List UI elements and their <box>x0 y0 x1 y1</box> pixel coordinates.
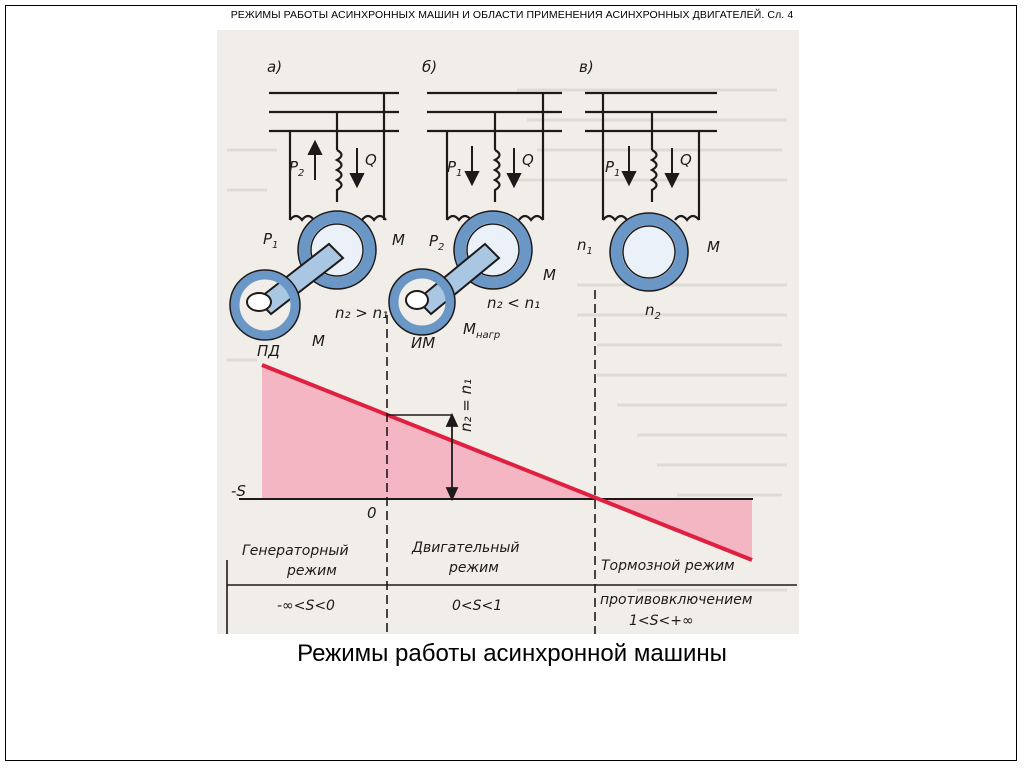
panel-b <box>427 91 562 222</box>
panel-b-tag: б) <box>422 58 437 76</box>
winding-lead <box>518 214 544 222</box>
working-machine-im <box>388 268 456 336</box>
shaft-b <box>415 242 501 316</box>
background-texture <box>227 88 787 592</box>
rotor-speed-label: n2 <box>645 301 661 322</box>
panel-c-tag: в) <box>579 58 594 76</box>
shaft-power-label: P1 <box>263 230 278 251</box>
characteristic-line <box>261 363 753 562</box>
reactive-label: Q <box>522 151 534 169</box>
machine-label-pd: ПД <box>257 342 280 360</box>
speed-relation: n₂ < n₁ <box>487 294 540 312</box>
power-label: P1 <box>447 158 462 179</box>
speed-relation: n₂ > n₁ <box>335 304 388 322</box>
region-motor-name: режим <box>448 560 499 576</box>
region-brake-name: Тормозной режим <box>601 558 735 574</box>
winding-lead <box>602 214 628 222</box>
region-generator-name: режим <box>286 563 337 579</box>
winding-lead <box>446 214 472 222</box>
figure-diagram: а) б) в) P2 Q P1 M n₂ > n₁ M ПД <box>217 30 799 634</box>
region-brake-range: 1<S<+∞ <box>629 613 694 629</box>
shaft-power-label: P2 <box>429 232 444 253</box>
stator-speed-label: n1 <box>577 236 593 257</box>
winding-lead <box>674 214 700 222</box>
region-generator-range: -∞<S<0 <box>277 598 335 614</box>
slide-frame <box>5 5 1017 761</box>
inductance-coil <box>492 149 501 202</box>
reactive-label: Q <box>365 151 377 169</box>
power-label: P2 <box>289 158 304 179</box>
region-motor-range: 0<S<1 <box>452 598 502 614</box>
n2-eq-n1-arrow <box>445 412 459 502</box>
panel-a-arrows <box>307 139 365 189</box>
load-torque-label: M <box>312 332 325 350</box>
slide-header: РЕЖИМЫ РАБОТЫ АСИНХРОННЫХ МАШИН И ОБЛАСТ… <box>230 9 794 21</box>
panel-c-arrows <box>621 146 680 189</box>
slip-axis-label: -S <box>231 482 246 500</box>
motor-c <box>609 212 689 292</box>
panel-a-tag: а) <box>267 58 282 76</box>
region-generator-name: Генераторный <box>242 543 349 559</box>
zero-label: 0 <box>367 504 377 522</box>
panel-a <box>269 91 399 222</box>
torque-label: M <box>392 231 405 249</box>
power-label: P1 <box>605 158 620 179</box>
load-torque-label: Mнагр <box>463 320 500 341</box>
region-brake-name: противовключением <box>600 592 753 608</box>
winding-lead <box>289 214 315 222</box>
torque-label: M <box>707 238 720 256</box>
n2-eq-n1-label: n₂ = n₁ <box>457 379 475 432</box>
torque-label: M <box>543 266 556 284</box>
machine-label-im: ИМ <box>411 334 435 352</box>
prime-mover-pd <box>229 269 301 341</box>
reactive-label: Q <box>680 151 692 169</box>
panel-b-arrows <box>464 146 522 189</box>
panel-c <box>585 91 717 222</box>
inductance-coil <box>334 149 343 202</box>
figure-caption: Режимы работы асинхронной машины <box>297 640 727 667</box>
inductance-coil <box>649 149 658 202</box>
region-motor-name: Двигательный <box>411 540 520 556</box>
winding-lead <box>361 214 387 222</box>
